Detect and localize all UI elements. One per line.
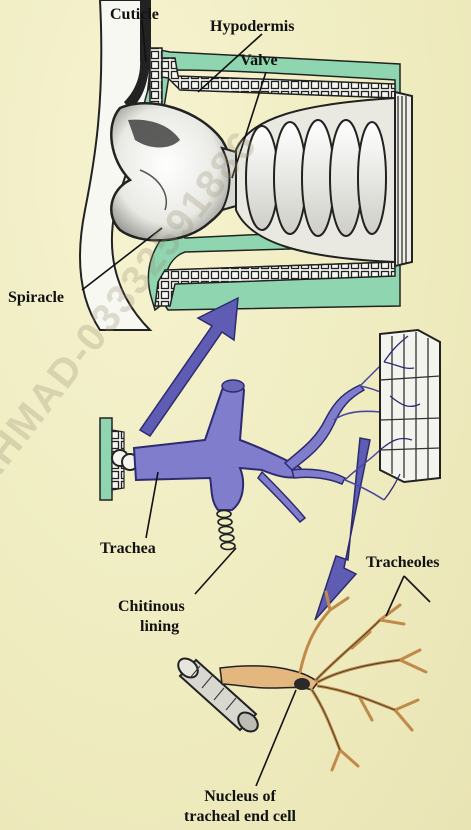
chitinous-lining-coil [217, 511, 235, 550]
label-chitinous: Chitinous [118, 598, 185, 616]
muscle-fibres [380, 330, 440, 500]
taenidia-coils [246, 120, 386, 236]
leader-nucleus [256, 690, 296, 786]
label-chitinous-2: lining [140, 618, 179, 636]
leader-trachea [146, 472, 158, 538]
trachea-cut-top [222, 380, 244, 392]
leader-tracheoles-2 [404, 576, 430, 602]
label-spiracle: Spiracle [8, 289, 64, 307]
label-tracheoles: Tracheoles [366, 554, 439, 572]
trachea-branch-down [258, 472, 305, 522]
tracheole-outline [312, 620, 400, 750]
label-valve: Valve [240, 52, 278, 70]
label-cuticle: Cuticle [110, 6, 159, 24]
trachea-branch-lower [292, 469, 345, 484]
trachea-branch-upper [285, 385, 364, 470]
spiracle-wall-small [100, 418, 112, 500]
label-trachea: Trachea [100, 540, 156, 558]
trachea-system [100, 362, 390, 550]
label-nucleus: Nucleus of [150, 788, 330, 806]
leader-chitinous [195, 548, 236, 594]
end-cell-nucleus [294, 678, 310, 690]
label-nucleus-2: tracheal end cell [150, 808, 330, 826]
tracheal-end-cell [174, 592, 426, 770]
label-hypodermis: Hypodermis [210, 18, 294, 36]
